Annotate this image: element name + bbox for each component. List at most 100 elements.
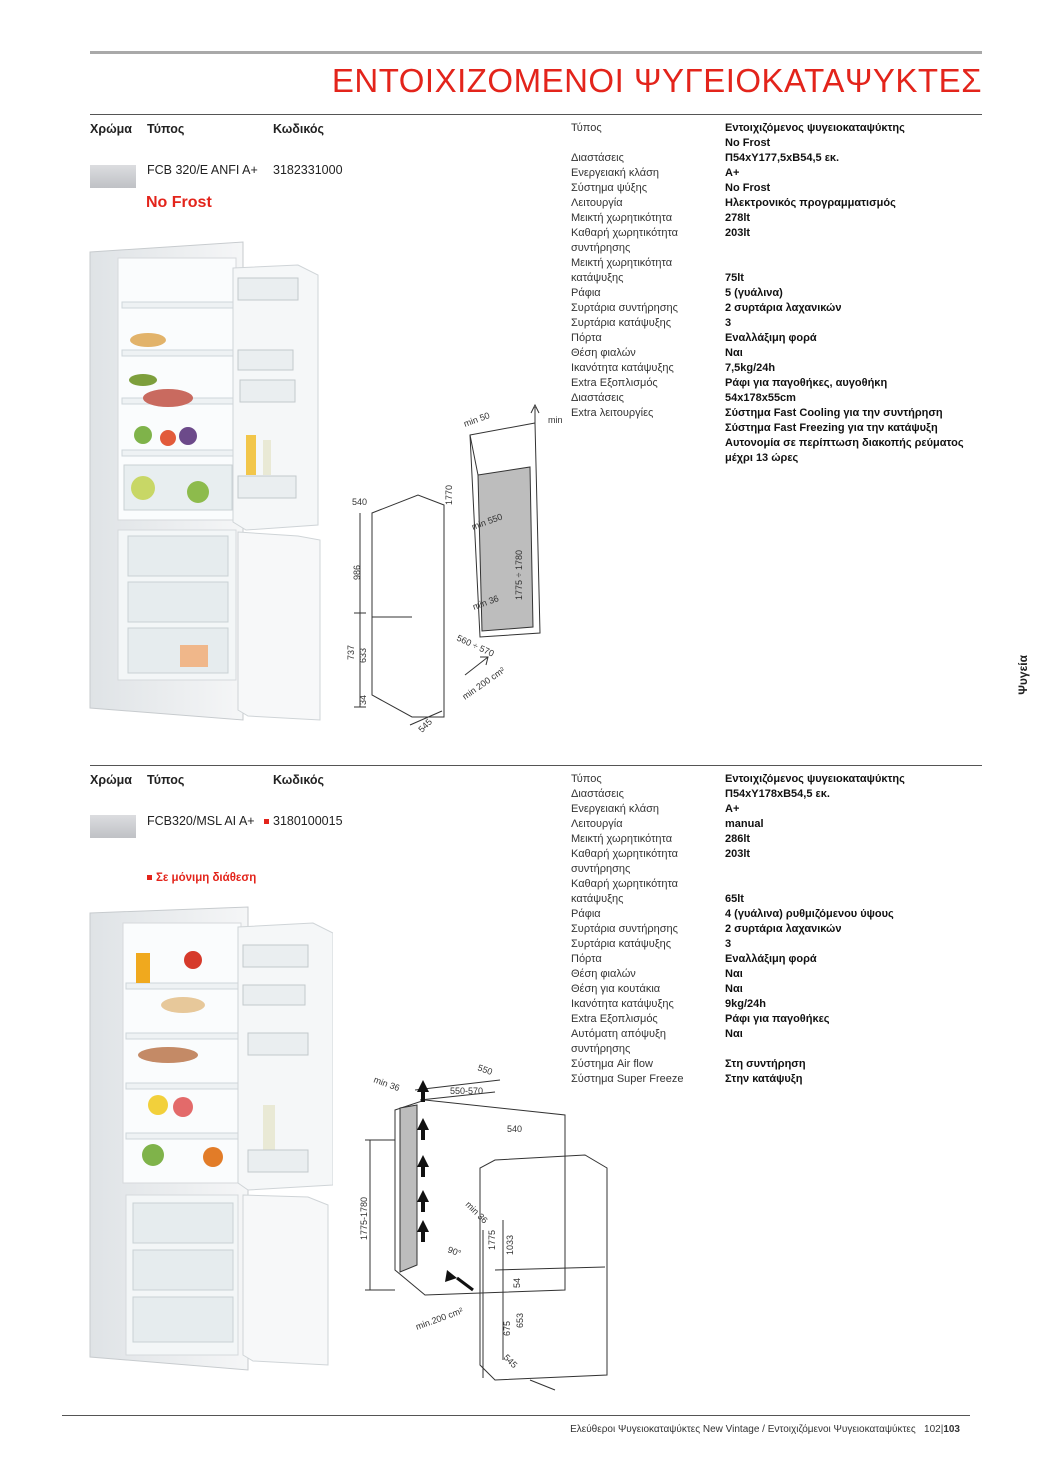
dim-550-570: 550-570 [450,1086,483,1096]
spec-label: Extra Εξοπλισμός [571,1013,658,1025]
spec-value: Στην κατάψυξη [725,1073,803,1085]
spec-row: Συρτάρια κατάψυξης 3 [571,937,985,952]
installation-diagram-1: 540 1770 986 737 633 34 545 min 50 min m… [346,403,563,734]
spec-label: Μεικτή χωρητικότητα [571,212,673,224]
spec-value [725,256,985,271]
spec-label: Θέση για κουτάκια [571,983,661,995]
dim-min36-side: min 36 [464,1199,490,1225]
page-number-left: 102| [924,1424,944,1435]
spec-label: Θέση φιαλών [571,968,636,980]
spec-row: συντήρησης [571,862,985,877]
spec-value: 7,5kg/24h [725,362,776,374]
dim-min: min [548,415,563,425]
spec-label: Καθαρή χωρητικότητα [571,878,679,890]
availability-text: Σε μόνιμη διάθεση [156,872,257,884]
spec-value: Ράφι για παγοθήκες [725,1013,830,1025]
spec-label: Λειτουργία [571,818,623,830]
spec-label: συντήρησης [571,1043,631,1055]
top-rule [90,51,982,54]
spec-value [725,241,985,256]
spec-label: Διαστάσεις [571,788,624,800]
installation-diagram-2: 550 min 36 550-570 540 1775-1780 min 36 … [359,1062,608,1391]
page-footer: Ελεύθεροι Ψυγειοκαταψύκτες New Vintage /… [570,1424,960,1435]
spec-value: Ναι [725,983,743,995]
dim-545: 545 [502,1352,520,1370]
spec-label: Συρτάρια κατάψυξης [571,317,672,329]
spec-row: συντήρησης [571,241,985,256]
spec-value: Αυτονομία σε περίπτωση διακοπής ρεύματος [725,437,964,449]
spec-value: Στη συντήρηση [725,1058,806,1070]
dim-540: 540 [352,497,367,507]
spec-value: 9kg/24h [725,998,766,1010]
spec-row: Θέση για κουτάκια Ναι [571,982,985,997]
availability-marker [264,819,269,825]
spec-value: A+ [725,803,740,815]
spec-label: κατάψυξης [571,893,624,905]
spec-value: 2 συρτάρια λαχανικών [725,302,842,314]
spec-value: 4 (γυάλινα) ρυθμιζόμενου ύψους [725,908,894,920]
spec-value: 65lt [725,893,744,905]
spec-value: 203lt [725,848,751,860]
spec-label: Extra λειτουργίες [571,407,654,419]
color-swatch [90,815,136,838]
spec-value: Ράφι για παγοθήκες, αυγοθήκη [725,377,888,389]
page-title: ΕΝΤΟΙΧΙΖΟΜΕΝΟΙ ΨΥΓΕΙΟΚΑΤΑΨΥΚΤΕΣ [331,62,982,99]
dim-54: 54 [512,1278,522,1288]
spec-label: Σύστημα Air flow [571,1058,653,1070]
spec-label: Ικανότητα κατάψυξης [571,998,674,1010]
spec-label: Καθαρή χωρητικότητα [571,227,679,239]
dim-737: 737 [346,645,356,660]
spec-label: Συρτάρια κατάψυξης [571,938,672,950]
dim-1775-1780: 1775 ÷ 1780 [514,550,524,600]
dim-min50: min 50 [462,410,491,429]
product-code: 3182331000 [273,163,343,177]
spec-label: Τύπος [571,122,602,134]
spec-label: Λειτουργία [571,197,623,209]
dim-min36-top: min 36 [372,1074,401,1093]
spec-label: Ράφια [571,908,601,920]
spec-label: συντήρησης [571,242,631,254]
page-number-right: 103 [943,1424,960,1435]
col-type-header: Τύπος [147,773,185,787]
spec-value: 5 (γυάλινα) [725,287,783,299]
spec-value [725,1042,985,1057]
col-color-header: Χρώμα [90,122,132,136]
spec-row: Extra Εξοπλισμός Ράφι για παγοθήκες [571,1012,985,1027]
spec-label: Διαστάσεις [571,152,624,164]
spec-label: Διαστάσεις [571,392,624,404]
spec-row: μέχρι 13 ώρες [571,451,985,466]
spec-value: 278lt [725,212,751,224]
spec-value: No Frost [725,137,771,149]
spec-value: Ναι [725,1028,743,1040]
spec-value: 54x178x55cm [725,392,796,404]
spec-row: Σύστημα Air flow Στη συντήρηση [571,1057,985,1072]
spec-value: 3 [725,938,732,950]
spec-label: Ικανότητα κατάψυξης [571,362,674,374]
spec-value: A+ [725,167,740,179]
spec-label: Ράφια [571,287,601,299]
footer-text: Ελεύθεροι Ψυγειοκαταψύκτες New Vintage /… [570,1424,916,1435]
product-code-with-marker: 3180100015 [264,814,343,828]
spec-label [571,436,725,451]
spec-label: Μεικτή χωρητικότητα [571,833,673,845]
spec-value: Εντοιχιζόμενος ψυγειοκαταψύκτης [725,773,905,785]
spec-label: Σύστημα ψύξης [571,182,648,194]
spec-value: Σύστημα Fast Freezing για την κατάψυξη [725,422,938,434]
dim-550: 550 [476,1062,494,1077]
spec-label [571,136,725,151]
fridge-photo-2 [89,906,333,1371]
